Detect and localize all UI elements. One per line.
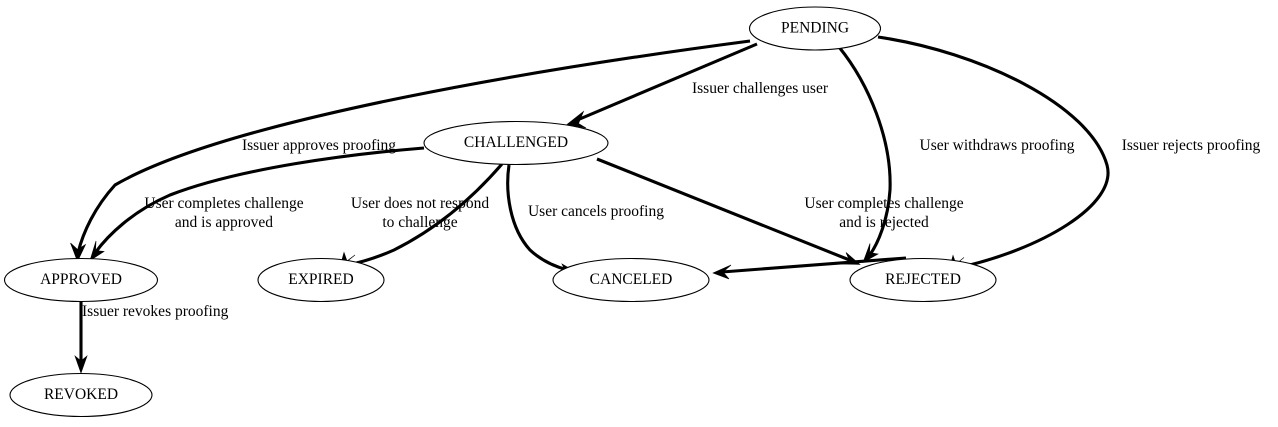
- node-label-pending: PENDING: [781, 20, 849, 37]
- edge-label-challenged-to-approved-line1: User completes challenge: [144, 195, 303, 212]
- node-label-rejected: REJECTED: [885, 271, 961, 288]
- arrowhead-icon: [862, 243, 879, 264]
- edge-rejected-to-canceled[interactable]: [712, 256, 907, 280]
- edge-pending-to-approved[interactable]: Issuer approves proofing: [70, 39, 751, 263]
- edge-label-pending-to-challenged: Issuer challenges user: [692, 80, 829, 97]
- node-revoked[interactable]: REVOKED: [9, 372, 153, 418]
- node-pending[interactable]: PENDING: [748, 6, 882, 51]
- node-canceled[interactable]: CANCELED: [552, 257, 710, 303]
- node-shape: [3, 257, 159, 303]
- edge-path: [877, 35, 1110, 270]
- node-shape: [257, 257, 385, 303]
- node-shape: [423, 120, 609, 166]
- arrowhead-icon: [566, 110, 587, 129]
- edges-layer: Issuer challenges user Issuer approves p…: [70, 35, 1261, 374]
- edge-pending-to-rejected-withdraw[interactable]: User withdraws proofing: [837, 46, 1075, 264]
- node-shape: [552, 257, 710, 303]
- edge-label-challenged-to-canceled: User cancels proofing: [528, 203, 664, 220]
- node-challenged[interactable]: CHALLENGED: [423, 120, 609, 166]
- edge-label-pending-to-approved: Issuer approves proofing: [242, 137, 396, 154]
- edge-label-challenged-to-rejected-line2: and is rejected: [839, 214, 929, 231]
- edge-label-challenged-to-approved-line2: and is approved: [175, 214, 273, 231]
- node-shape: [849, 257, 997, 303]
- edge-path: [721, 256, 907, 274]
- edge-label-challenged-to-expired-line1: User does not respond: [351, 195, 489, 212]
- node-rejected[interactable]: REJECTED: [849, 257, 997, 303]
- node-approved[interactable]: APPROVED: [3, 257, 159, 303]
- node-shape: [9, 372, 153, 418]
- edge-label-challenged-to-rejected-line1: User completes challenge: [804, 195, 963, 212]
- node-expired[interactable]: EXPIRED: [257, 257, 385, 303]
- node-label-challenged: CHALLENGED: [464, 134, 568, 151]
- node-label-canceled: CANCELED: [590, 271, 673, 288]
- arrowhead-icon: [89, 240, 105, 262]
- edge-label-challenged-to-expired-line2: to challenge: [382, 214, 457, 231]
- arrowhead-icon: [74, 355, 88, 374]
- arrowhead-icon: [712, 264, 732, 280]
- node-label-approved: APPROVED: [40, 271, 122, 288]
- edge-approved-to-revoked[interactable]: Issuer revokes proofing: [74, 302, 229, 374]
- edge-pending-to-challenged[interactable]: Issuer challenges user: [566, 42, 829, 129]
- edge-challenged-to-approved[interactable]: User completes challenge and is approved: [89, 146, 425, 262]
- edge-path: [76, 39, 751, 254]
- edge-label-pending-to-rejected-withdraw: User withdraws proofing: [920, 137, 1075, 154]
- edge-path: [837, 46, 892, 257]
- edge-path: [93, 146, 425, 254]
- edge-path: [347, 162, 504, 267]
- edge-path: [596, 157, 853, 263]
- edge-label-approved-to-revoked: Issuer revokes proofing: [82, 303, 229, 320]
- node-shape: [748, 6, 882, 51]
- node-label-expired: EXPIRED: [288, 271, 353, 288]
- edge-challenged-to-expired[interactable]: User does not respond to challenge: [339, 162, 504, 268]
- nodes-layer: PENDING CHALLENGED APPROVED EXPIRED CANC…: [3, 6, 997, 418]
- edge-path: [574, 42, 758, 123]
- edge-label-pending-to-rejected-reject: Issuer rejects proofing: [1122, 137, 1261, 154]
- edge-path: [506, 164, 569, 272]
- node-label-revoked: REVOKED: [44, 386, 118, 403]
- arrowhead-icon: [70, 242, 87, 263]
